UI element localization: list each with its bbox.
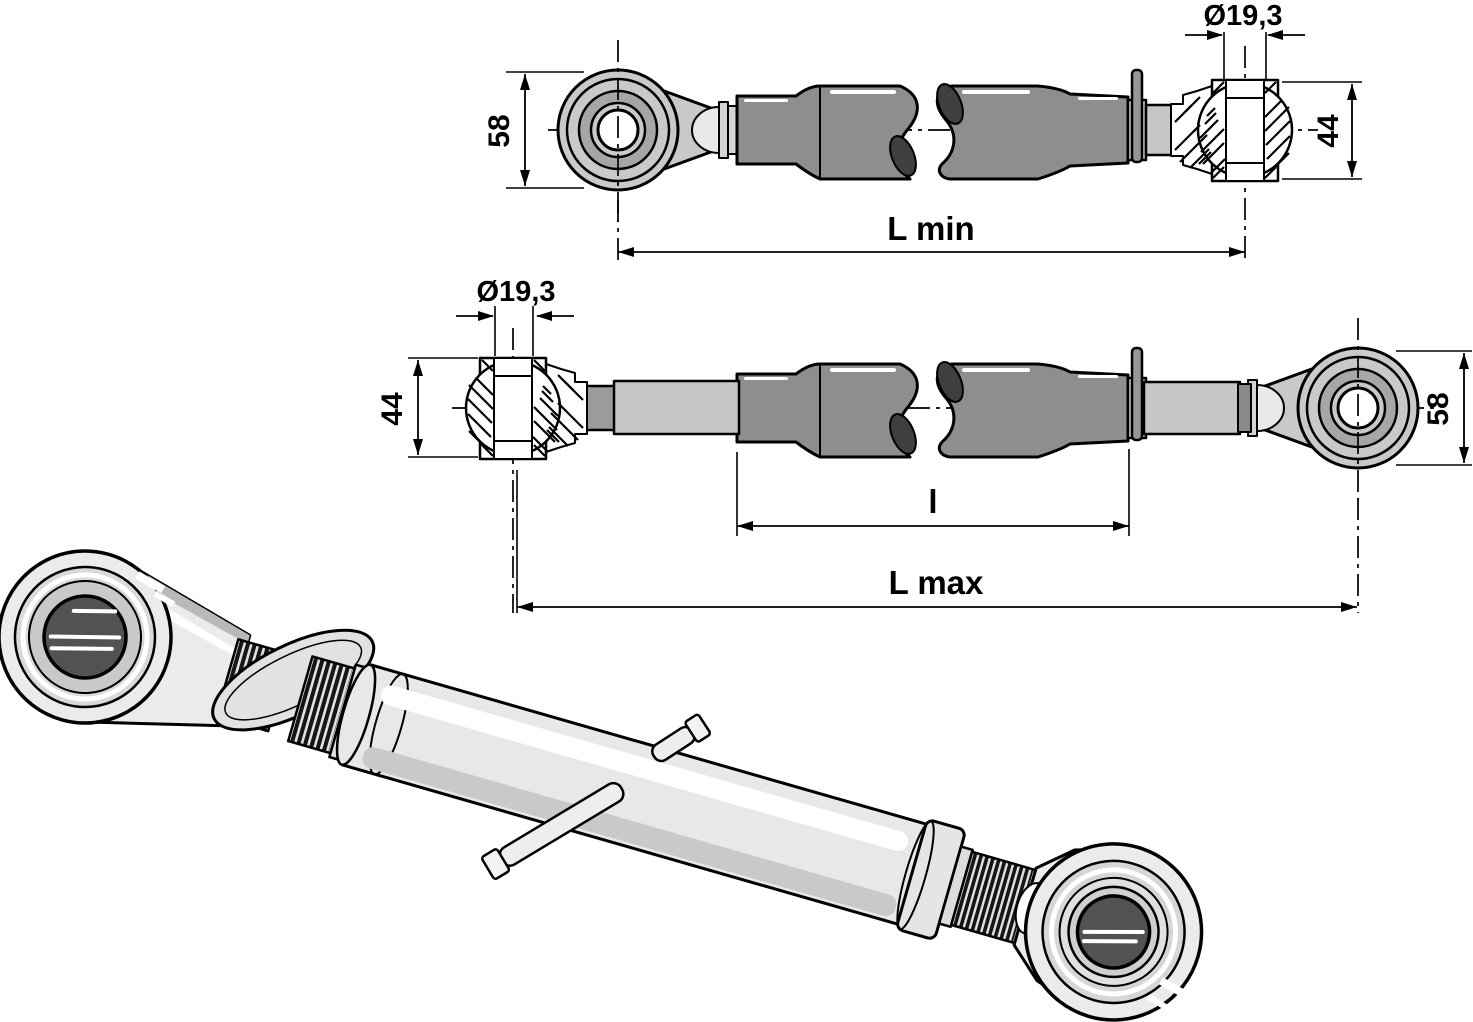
- cross-pin-upper: [651, 713, 712, 763]
- label-58-top: 58: [483, 114, 516, 147]
- label-dia-mid: Ø19,3: [477, 276, 556, 308]
- dim-58-top: 58: [483, 71, 584, 189]
- dim-tube-length: l: [736, 449, 1130, 536]
- dim-44-mid: 44: [376, 357, 478, 458]
- view-3d: [0, 549, 1204, 1022]
- label-44-mid: 44: [376, 392, 409, 426]
- threaded-rod-long: [1142, 380, 1242, 436]
- label-58-mid: 58: [1422, 392, 1455, 425]
- cross-pin-lower: [480, 781, 625, 880]
- dim-44-top: 44: [1282, 81, 1362, 180]
- dim-lmax: L max: [516, 470, 1357, 613]
- threaded-rod-left: [612, 379, 741, 436]
- label-tube-length: l: [928, 483, 937, 520]
- eye-ring-3d: [0, 549, 176, 725]
- dim-58-mid: 58: [1396, 350, 1472, 466]
- dim-dia-top: Ø19,3: [1185, 0, 1305, 79]
- eye2-ring-3d: [1023, 842, 1204, 1022]
- view-top: 58 Ø19,3 44 L min: [483, 0, 1362, 262]
- label-dia-top: Ø19,3: [1204, 0, 1283, 32]
- rod-taper: [584, 384, 618, 432]
- label-lmin: L min: [887, 210, 974, 247]
- dim-lmin: L min: [618, 210, 1245, 257]
- dim-dia-mid: Ø19,3: [456, 276, 574, 356]
- end-collar-3d: [896, 819, 974, 940]
- view-middle: Ø19,3 44 58: [376, 276, 1472, 613]
- tube-3d: [335, 663, 927, 926]
- label-lmax: L max: [889, 564, 984, 601]
- rod-collar: [1237, 383, 1252, 433]
- label-44-top: 44: [1312, 114, 1345, 148]
